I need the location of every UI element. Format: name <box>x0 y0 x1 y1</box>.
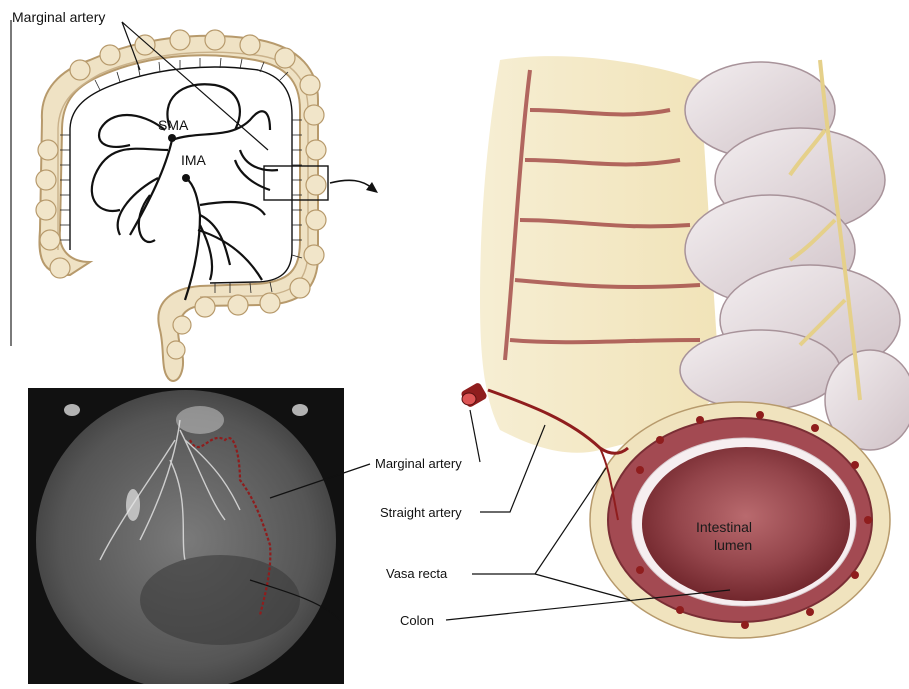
marginal-artery-path <box>70 67 292 283</box>
sma-origin <box>168 134 176 142</box>
leader-marginal-right <box>470 410 480 462</box>
colon-schematic: Marginal artery SMA IMA <box>11 9 378 381</box>
zoom-arrowhead <box>366 182 378 193</box>
ct-scan-panel <box>28 388 344 684</box>
label-marginal-artery-ct: Marginal artery <box>375 456 462 471</box>
zoom-arrow <box>330 180 372 188</box>
label-vasa-recta: Vasa recta <box>386 566 448 581</box>
marginal-artery-cut <box>460 382 488 409</box>
label-ima: IMA <box>181 152 207 168</box>
label-intestinal: Intestinal <box>696 519 752 535</box>
vasa-recta-fringe <box>60 58 302 293</box>
colon-cross-section: Intestinal lumen <box>460 56 909 638</box>
leader-vasa-recta-a <box>472 468 606 574</box>
label-straight-artery: Straight artery <box>380 505 462 520</box>
label-sma: SMA <box>158 117 189 133</box>
ct-lower-loops <box>140 555 300 645</box>
label-marginal-artery-top: Marginal artery <box>12 9 105 25</box>
label-colon: Colon <box>400 613 434 628</box>
ima-origin <box>182 174 190 182</box>
label-lumen: lumen <box>714 537 752 553</box>
